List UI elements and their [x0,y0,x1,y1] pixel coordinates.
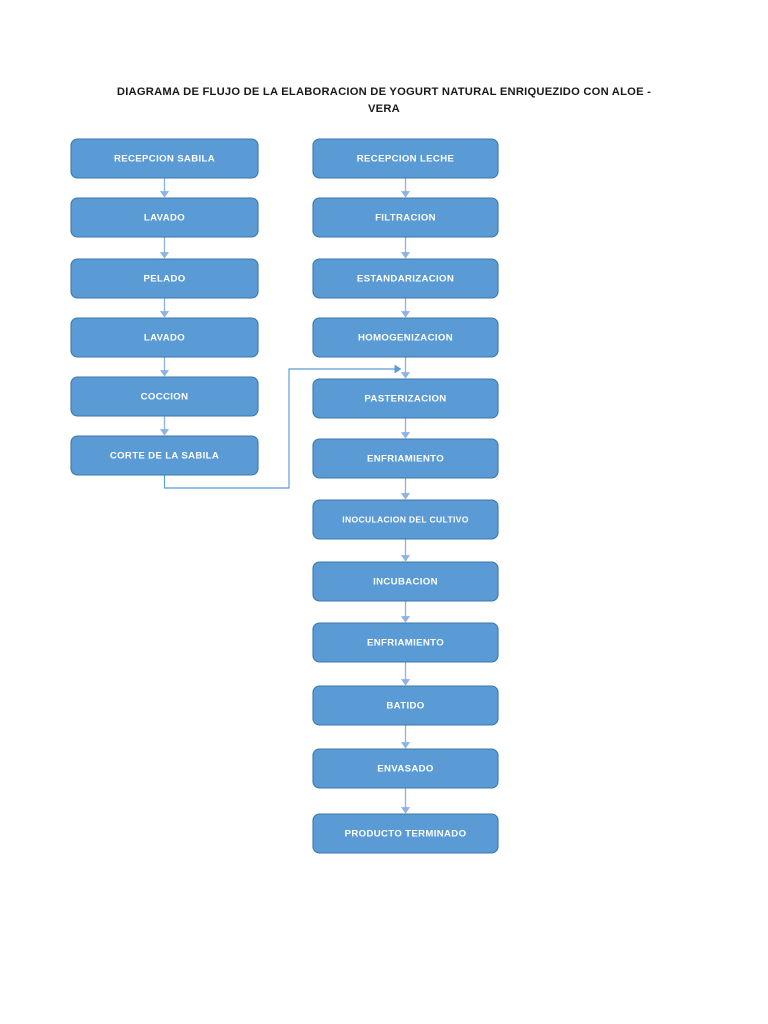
node-shape [70,317,259,358]
arrowhead-down-icon [400,555,411,562]
node-shape [312,748,499,789]
node-shape [312,622,499,663]
connector-estandarizacion-to-homogenizacion [400,298,411,318]
connector-lavado-2-to-coccion [159,357,170,377]
node-label: COCCION [141,392,189,403]
node-label: PRODUCTO TERMINADO [345,829,467,840]
flow-node-batido[interactable]: BATIDO [312,685,499,726]
node-shape [312,499,499,540]
arrowhead-down-icon [400,191,411,198]
node-label: INOCULACION DEL CULTIVO [342,514,468,524]
arrowhead-down-icon [159,252,170,259]
connector-pasterizacion-to-enfriamiento-1 [400,418,411,439]
node-label: PASTERIZACION [364,394,446,405]
connector-filtracion-to-estandarizacion [400,237,411,259]
flow-node-recepcion-sabila[interactable]: RECEPCION SABILA [70,138,259,179]
flow-node-recepcion-leche[interactable]: RECEPCION LECHE [312,138,499,179]
flow-node-coccion[interactable]: COCCION [70,376,259,417]
flow-node-enfriamiento-2[interactable]: ENFRIAMIENTO [312,622,499,663]
arrowhead-down-icon [400,616,411,623]
connector-coccion-to-corte-de-la-sabila [159,416,170,436]
flow-node-incubacion[interactable]: INCUBACION [312,561,499,602]
node-label: LAVADO [144,213,185,224]
flow-node-filtracion[interactable]: FILTRACION [312,197,499,238]
connector-batido-to-envasado [400,725,411,749]
arrowhead-right-icon [394,364,402,374]
connector-homogenizacion-to-pasterizacion [400,357,411,379]
arrowhead-down-icon [400,311,411,318]
node-label: RECEPCION LECHE [357,154,455,165]
connections-layer [159,178,411,814]
arrowhead-down-icon [159,429,170,436]
flow-node-inoculacion-del-cultivo[interactable]: INOCULACION DEL CULTIVO [312,499,499,540]
flow-node-producto-terminado[interactable]: PRODUCTO TERMINADO [312,813,499,854]
node-label: INCUBACION [373,577,438,588]
page-title-line-2: VERA [368,103,400,116]
connector-corte-de-la-sabila-to-pasterizacion [163,364,402,489]
arrowhead-down-icon [159,311,170,318]
flow-node-corte-de-la-sabila[interactable]: CORTE DE LA SABILA [70,435,259,476]
node-label: PELADO [143,274,185,285]
node-label: ENVASADO [377,764,434,775]
connector-recepcion-leche-to-filtracion [400,178,411,198]
node-label: FILTRACION [375,213,436,224]
connector-lavado-1-to-pelado [159,237,170,259]
flow-node-pelado[interactable]: PELADO [70,258,259,299]
node-shape [312,258,499,299]
node-label: LAVADO [144,333,185,344]
flow-node-envasado[interactable]: ENVASADO [312,748,499,789]
connector-recepcion-sabila-to-lavado-1 [159,178,170,198]
node-shape [312,197,499,238]
arrowhead-down-icon [400,493,411,500]
page-title: DIAGRAMA DE FLUJO DE LA ELABORACION DE Y… [110,84,658,119]
node-label: BATIDO [386,701,424,712]
arrowhead-down-icon [400,432,411,439]
node-label: HOMOGENIZACION [358,333,453,344]
connector-incubacion-to-enfriamiento-2 [400,601,411,623]
node-label: ESTANDARIZACION [357,274,454,285]
node-shape [312,378,499,419]
node-shape [312,138,499,179]
connector-routed-path [163,368,395,489]
node-shape [312,561,499,602]
nodes-layer: RECEPCION SABILA LAVADO PELADO LAVADO COCCIO… [70,138,499,854]
connector-pelado-to-lavado-2 [159,298,170,318]
node-label: CORTE DE LA SABILA [110,451,219,462]
connector-enfriamiento-1-to-inoculacion-del-cultivo [400,478,411,500]
node-shape [312,685,499,726]
node-label: RECEPCION SABILA [114,154,215,165]
node-shape [70,376,259,417]
arrowhead-down-icon [400,742,411,749]
flow-node-pasterizacion[interactable]: PASTERIZACION [312,378,499,419]
arrowhead-down-icon [400,372,411,379]
node-shape [70,138,259,179]
arrowhead-down-icon [400,679,411,686]
node-shape [312,813,499,854]
node-shape [312,317,499,358]
flow-node-estandarizacion[interactable]: ESTANDARIZACION [312,258,499,299]
node-label: ENFRIAMIENTO [367,638,444,649]
arrowhead-down-icon [400,252,411,259]
flow-node-lavado-1[interactable]: LAVADO [70,197,259,238]
connector-inoculacion-del-cultivo-to-incubacion [400,539,411,562]
node-shape [70,197,259,238]
flow-node-lavado-2[interactable]: LAVADO [70,317,259,358]
node-shape [70,435,259,476]
page-title-line-1: DIAGRAMA DE FLUJO DE LA ELABORACION DE Y… [116,86,652,98]
flow-node-homogenizacion[interactable]: HOMOGENIZACION [312,317,499,358]
arrowhead-down-icon [400,807,411,814]
node-shape [312,438,499,479]
flow-node-enfriamiento-1[interactable]: ENFRIAMIENTO [312,438,499,479]
node-shape [70,258,259,299]
node-label: ENFRIAMIENTO [367,454,444,465]
connector-envasado-to-producto-terminado [400,788,411,814]
arrowhead-down-icon [159,191,170,198]
connector-enfriamiento-2-to-batido [400,662,411,686]
arrowhead-down-icon [159,370,170,377]
